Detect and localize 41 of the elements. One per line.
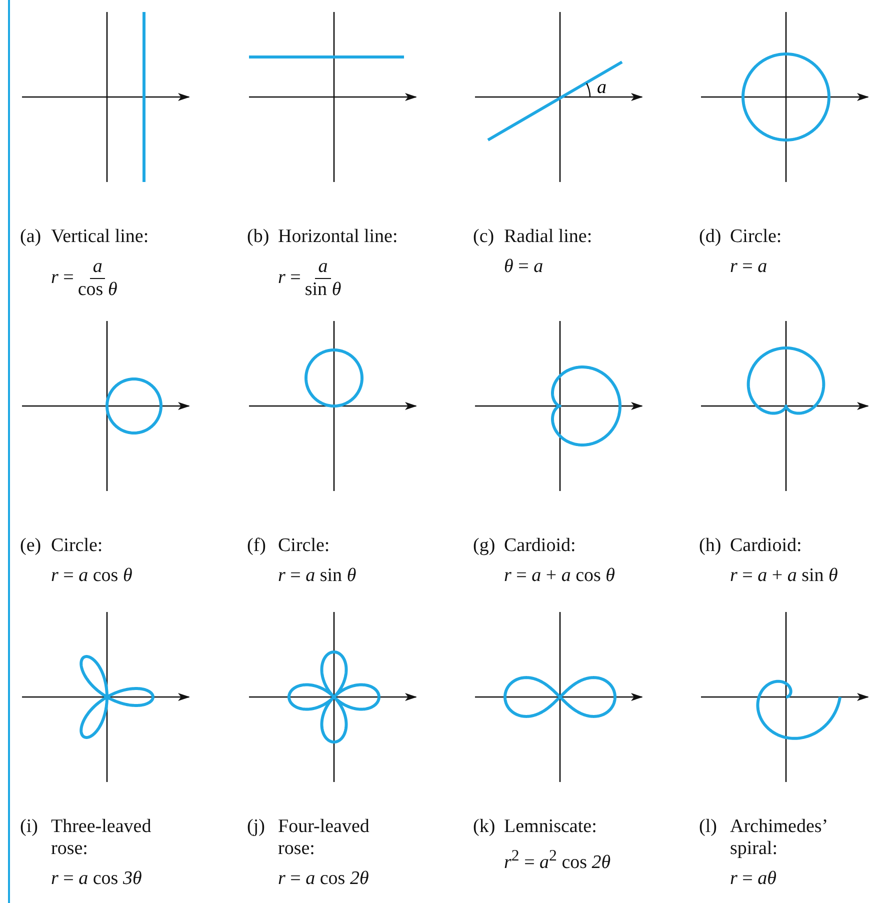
curve-name: Four-leaved rose: — [278, 816, 370, 860]
panel-letter: (k) — [473, 816, 496, 838]
panel-letter: (d) — [699, 226, 722, 248]
curve-name: Cardioid: — [504, 535, 576, 557]
equation: r = — [51, 266, 74, 288]
equation: r = a — [730, 256, 768, 277]
panel-letter: (g) — [473, 535, 496, 557]
equation: θ = a — [504, 256, 544, 277]
curve-name: Archimedes’ spiral: — [730, 816, 828, 860]
equation: r = a sin θ — [278, 565, 356, 586]
panel-letter: (j) — [247, 816, 265, 838]
equation: r = a cos 3θ — [51, 868, 142, 889]
curve-name: Circle: — [730, 226, 782, 248]
curve-name: Circle: — [51, 535, 103, 557]
panel-letter: (e) — [20, 535, 42, 557]
equation: r = aθ — [730, 868, 776, 889]
fraction-denominator: cos θ — [78, 279, 118, 301]
curve-name: Vertical line: — [51, 226, 149, 248]
equation: r = a cos θ — [51, 565, 132, 586]
fraction-denominator: sin θ — [304, 279, 342, 301]
panel-letter: (i) — [20, 816, 38, 838]
curve-name: Three-leaved rose: — [51, 816, 152, 860]
equation: r = a + a sin θ — [730, 565, 838, 586]
panel-letter: (a) — [20, 226, 42, 248]
panel-letter: (c) — [473, 226, 494, 248]
panel-letter: (h) — [699, 535, 722, 557]
fraction-numerator: a — [315, 256, 331, 279]
panel-letter: (l) — [699, 816, 717, 838]
curve-name: Radial line: — [504, 226, 592, 248]
panel-letter: (f) — [247, 535, 266, 557]
angle-label: a — [597, 77, 606, 98]
curve-name: Circle: — [278, 535, 330, 557]
fraction-numerator: a — [90, 256, 106, 279]
panel-letter: (b) — [247, 226, 270, 248]
equation: r$^{2}$ = a$^{2}$ cos 2θ — [504, 852, 611, 874]
curve-name: Lemniscate: — [504, 816, 598, 838]
curve-name: Cardioid: — [730, 535, 802, 557]
equation: r = a + a cos θ — [504, 565, 616, 586]
equation: r = — [278, 266, 301, 288]
curve-name: Horizontal line: — [278, 226, 398, 248]
equation: r = a cos 2θ — [278, 868, 369, 889]
